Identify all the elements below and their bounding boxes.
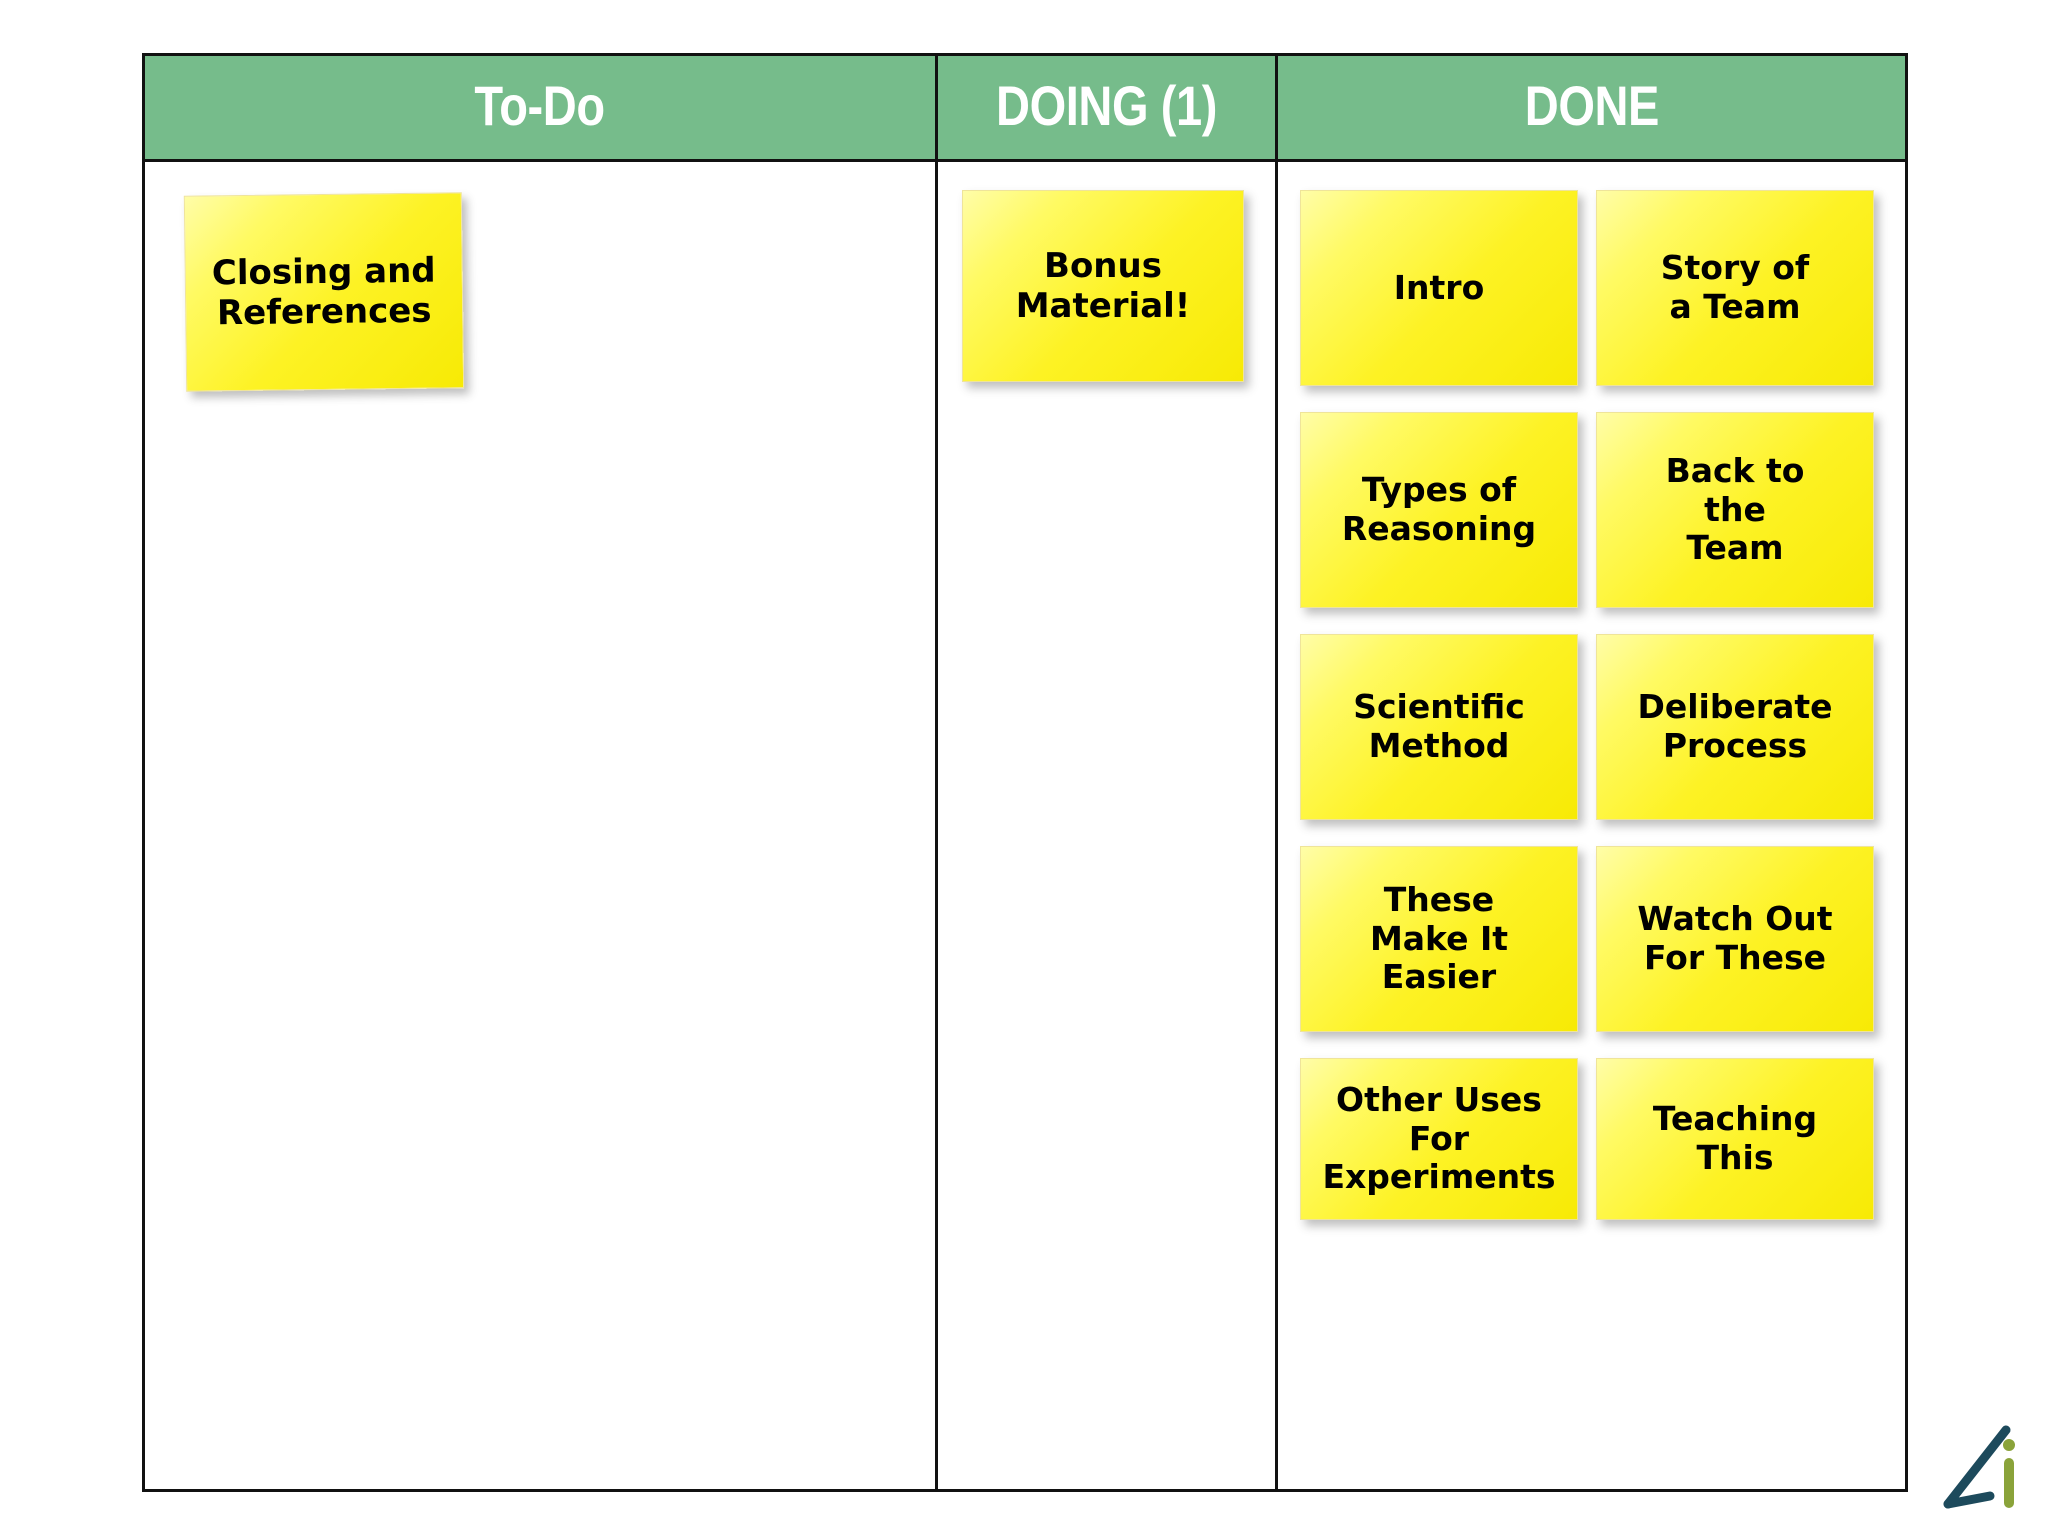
column-title-done: DONE bbox=[1524, 73, 1659, 137]
card-teaching-this[interactable]: Teaching This bbox=[1596, 1058, 1874, 1220]
card-closing-and-references[interactable]: Closing and References bbox=[183, 192, 465, 392]
card-intro[interactable]: Intro bbox=[1300, 190, 1578, 386]
card-list-todo: Closing and References bbox=[145, 182, 935, 392]
card-bonus-material[interactable]: Bonus Material! bbox=[962, 190, 1244, 382]
card-deliberate-process[interactable]: Deliberate Process bbox=[1596, 634, 1874, 820]
column-title-todo: To-Do bbox=[474, 73, 606, 137]
card-back-to-the-team[interactable]: Back to the Team bbox=[1596, 412, 1874, 608]
card-other-uses-for-experiments[interactable]: Other Uses For Experiments bbox=[1300, 1058, 1578, 1220]
logo-i-dot bbox=[2003, 1439, 2015, 1451]
logo-diagonal-stroke bbox=[1943, 1425, 2011, 1509]
logo-i-stem bbox=[2004, 1458, 2014, 1508]
card-types-of-reasoning[interactable]: Types of Reasoning bbox=[1300, 412, 1578, 608]
column-header-todo[interactable]: To-Do bbox=[145, 56, 935, 159]
column-body-done[interactable]: Intro Story of a Team Types of Reasoning… bbox=[1275, 162, 1920, 1489]
card-scientific-method[interactable]: Scientific Method bbox=[1300, 634, 1578, 820]
column-header-doing[interactable]: DOING (1) bbox=[935, 56, 1275, 159]
card-list-doing: Bonus Material! bbox=[938, 182, 1275, 382]
card-watch-out-for-these[interactable]: Watch Out For These bbox=[1596, 846, 1874, 1032]
board-body-row: Closing and References Bonus Material! I… bbox=[145, 162, 1905, 1489]
column-title-doing: DOING (1) bbox=[996, 73, 1217, 137]
column-body-doing[interactable]: Bonus Material! bbox=[935, 162, 1275, 1489]
card-these-make-it-easier[interactable]: These Make It Easier bbox=[1300, 846, 1578, 1032]
brand-logo bbox=[1943, 1425, 2015, 1509]
kanban-board: To-Do DOING (1) DONE Closing and Referen… bbox=[142, 53, 1908, 1492]
column-header-done[interactable]: DONE bbox=[1275, 56, 1905, 159]
card-list-done: Intro Story of a Team Types of Reasoning… bbox=[1278, 182, 1920, 1246]
column-body-todo[interactable]: Closing and References bbox=[145, 162, 935, 1489]
logo-angle-stroke bbox=[1943, 1491, 1995, 1509]
card-story-of-a-team[interactable]: Story of a Team bbox=[1596, 190, 1874, 386]
board-header-row: To-Do DOING (1) DONE bbox=[145, 56, 1905, 162]
